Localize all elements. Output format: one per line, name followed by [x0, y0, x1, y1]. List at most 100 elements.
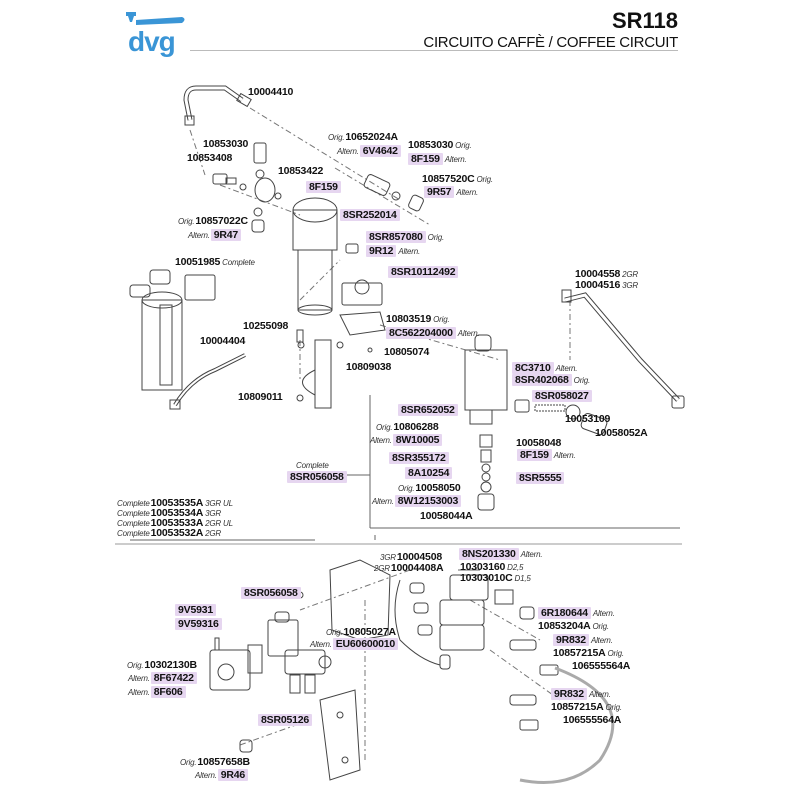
callout-lines	[345, 395, 680, 540]
alt-part-label: 8F159	[517, 449, 552, 461]
solenoid-valve-bank	[439, 574, 559, 731]
fitting-group-left	[212, 142, 282, 233]
part-row: Altern.8F67422	[128, 672, 197, 685]
part-row: 2GR10004408A	[374, 562, 444, 574]
callout-lines-lower	[130, 539, 480, 571]
alt-part-label: 9R12	[366, 245, 397, 257]
bracket-assembly	[296, 311, 386, 409]
part-label: 106555564A	[563, 714, 622, 726]
part-label: 10857520C	[422, 173, 475, 185]
part-label: 10004516	[575, 279, 621, 291]
group-valve-lower	[267, 611, 332, 694]
part-label: 10303160	[460, 561, 506, 573]
alt-part-label: 8SR058027	[532, 390, 592, 402]
alt-part-label: 8SR252014	[340, 209, 400, 221]
alt-part-label: 8SR10112492	[388, 266, 459, 278]
alt-part-label: 8F159	[408, 153, 443, 165]
cap-10857658B	[239, 739, 253, 753]
part-row: Orig.10302130B	[127, 659, 197, 671]
mounting-bracket	[319, 559, 391, 781]
distributor-manifold	[394, 579, 451, 670]
part-label: 10806288	[393, 421, 439, 433]
part-label: 10255098	[243, 320, 289, 332]
alt-part-label: 8NS201330	[459, 548, 519, 560]
group-valve-block	[464, 334, 608, 511]
part-label: 10058052A	[595, 427, 648, 439]
part-label: 10303010C	[460, 572, 513, 584]
alt-part-label: 8C562204000	[386, 327, 456, 339]
alt-part-label: 8A10254	[405, 467, 453, 479]
part-label: 10805074	[384, 346, 430, 358]
part-row: Orig.10805027A	[326, 626, 396, 638]
alt-part-label: 8SR05126	[258, 714, 313, 726]
dvg-logo	[126, 12, 188, 64]
part-label: 10857215A	[551, 701, 604, 713]
part-row: Altern.9R46	[195, 769, 249, 782]
part-label: 10853030	[408, 139, 454, 151]
fitting-group-middle	[363, 174, 424, 212]
alt-part-label: 6R180644	[538, 607, 591, 619]
part-label: 10053109	[565, 413, 611, 425]
alt-part-label: 8SR857080	[366, 231, 426, 243]
alt-part-label: 8F159	[306, 181, 341, 193]
part-label: 10809038	[346, 361, 392, 373]
alt-part-label: EU60600010	[332, 638, 399, 650]
part-label: 10051985	[175, 256, 221, 268]
alt-part-label: 9R47	[210, 229, 242, 241]
section-divider	[115, 543, 682, 545]
alt-part-label: 8SR056058	[287, 471, 347, 483]
pipe-10004404	[173, 353, 246, 407]
part-row: Altern.6V4642	[337, 145, 401, 158]
part-label: 10857215A	[553, 647, 606, 659]
part-row: Orig.10806288	[376, 421, 439, 433]
flowmeter	[341, 279, 383, 306]
portafilter-icon	[126, 12, 185, 25]
alt-part-label: 8W12153003	[394, 495, 462, 507]
part-row: Altern.8W12153003	[372, 495, 462, 508]
alt-part-label: 8C3710	[512, 362, 554, 374]
part-label: 10058048	[516, 437, 562, 449]
page-subtitle: CIRCUITO CAFFÈ / COFFEE CIRCUIT	[423, 34, 678, 51]
part-label: 10058044A	[420, 510, 473, 522]
alt-part-label: 9V59316	[175, 618, 222, 630]
pipe-nut	[169, 399, 181, 410]
part-label: 10805027A	[343, 626, 396, 638]
pump-unit-complete	[129, 269, 216, 391]
alt-part-label: 8SR5555	[516, 472, 565, 484]
alt-part-label: 8SR402068	[512, 374, 572, 386]
part-label: 10004508	[396, 551, 442, 563]
part-row: Altern.8F606	[128, 686, 186, 699]
alt-part-label: 6V4642	[359, 145, 401, 157]
part-label: 10004404	[200, 335, 246, 347]
hose	[519, 666, 615, 784]
alt-part-label: 8SR652052	[398, 404, 458, 416]
part-label: 10809011	[238, 391, 283, 403]
alt-part-label: 8W10005	[392, 434, 443, 446]
alt-part-label: 8SR056058	[241, 587, 301, 599]
pump-body	[292, 197, 359, 316]
part-label: 10857658B	[197, 756, 250, 768]
alt-part-label: 9R832	[551, 688, 587, 700]
part-label: 10857022C	[195, 215, 248, 227]
